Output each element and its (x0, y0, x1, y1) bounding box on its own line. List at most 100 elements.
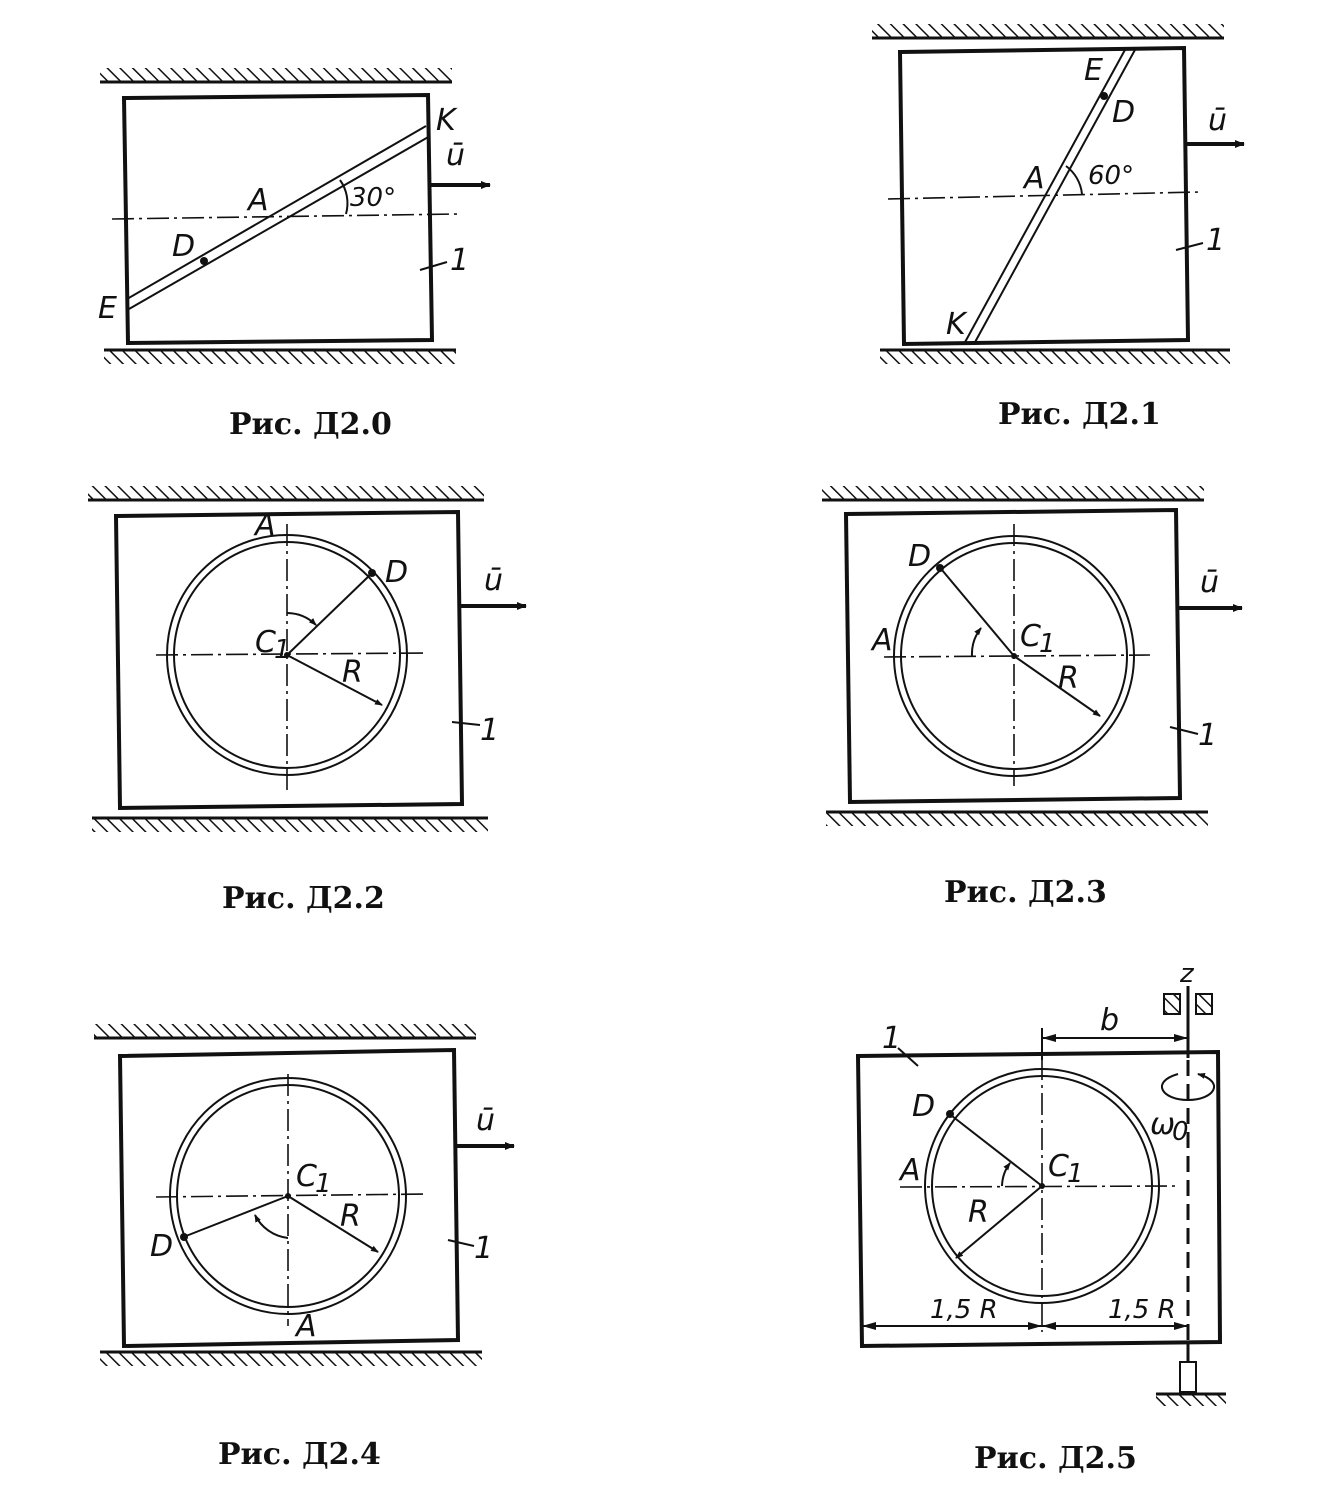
label-d: D (908, 539, 931, 574)
center-line-h (155, 1193, 429, 1198)
label-center: C (255, 625, 276, 660)
body-leader (1175, 242, 1204, 251)
label-e: E (1084, 53, 1103, 88)
radius-d (941, 569, 1015, 657)
radius-d (951, 1115, 1043, 1187)
label-velocity: ū (1200, 565, 1219, 600)
angle-arc (286, 612, 317, 626)
label-a: A (1022, 161, 1045, 196)
wall-top (88, 486, 484, 500)
center-line (887, 191, 1201, 200)
body-plate (117, 1047, 461, 1349)
radius-r (286, 654, 383, 706)
body-plate (855, 1049, 1223, 1349)
wall-top (822, 486, 1204, 500)
caption: Рис. Д2.1 (998, 397, 1161, 432)
wall-bottom (880, 350, 1230, 364)
label-angle: 60° (1088, 161, 1134, 191)
ring-outer (166, 534, 408, 776)
point-d-dot (936, 564, 944, 572)
label-omega-sub: 0 (1172, 1117, 1189, 1147)
label-1: 1 (1198, 718, 1217, 753)
label-radius: R (342, 655, 363, 690)
label-center: C (1020, 619, 1041, 654)
label-velocity: ū (446, 138, 465, 173)
label-center-sub: 1 (315, 1169, 332, 1199)
caption: Рис. Д2.2 (222, 881, 385, 916)
wall-bottom (100, 1352, 482, 1366)
wall-bottom (826, 812, 1208, 826)
label-d: D (172, 229, 195, 264)
body-plate (121, 92, 435, 346)
angle-arc (1065, 165, 1083, 195)
label-1: 1 (450, 243, 469, 278)
figure-d2-3: D ū A C 1 R 1 Рис. Д2.3 (822, 486, 1243, 910)
angle-arc (970, 627, 982, 657)
body-leader (1169, 726, 1199, 735)
radius-r (287, 1195, 379, 1253)
ground-bottom (1156, 1394, 1226, 1406)
label-k: K (946, 307, 968, 342)
label-d: D (385, 555, 408, 590)
caption: Рис. Д2.3 (944, 875, 1107, 910)
center-line (111, 213, 459, 220)
label-d: D (150, 1229, 173, 1264)
radius-r (955, 1185, 1043, 1259)
label-dim-right: 1,5 R (1108, 1295, 1176, 1325)
angle-arc (254, 1214, 289, 1239)
ring-inner (176, 1084, 400, 1308)
angle-arc (339, 179, 349, 215)
body-leader (419, 261, 448, 271)
bearing-bottom (1179, 1361, 1197, 1393)
tube-wall-2 (973, 47, 1137, 345)
label-1: 1 (882, 1021, 901, 1056)
body-leader (447, 1239, 475, 1247)
figure-d2-5: z b 1 D ω 0 A C 1 R 1,5 R 1,5 R Рис. Д2.… (855, 959, 1226, 1476)
body-plate (897, 45, 1191, 347)
tube-wall-1 (126, 125, 427, 300)
wall-top (94, 1024, 476, 1038)
point-d-dot (200, 257, 208, 265)
label-d: D (1112, 95, 1135, 130)
radius-d (286, 574, 371, 656)
angle-arc (1001, 1162, 1011, 1187)
ring-inner (173, 541, 401, 769)
body-plate (113, 509, 465, 811)
caption: Рис. Д2.4 (218, 1437, 381, 1472)
center-line-h (155, 652, 429, 656)
label-d: D (912, 1089, 935, 1124)
center-dot (284, 652, 290, 658)
ring-inner (931, 1075, 1153, 1297)
point-d-dot (946, 1110, 954, 1118)
bearing-top-left (1163, 993, 1181, 1015)
label-b: b (1100, 1003, 1119, 1038)
caption: Рис. Д2.5 (974, 1441, 1137, 1476)
label-center-sub: 1 (1039, 629, 1056, 659)
point-d-dot (368, 569, 376, 577)
label-k: K (436, 103, 458, 138)
bearing-top-right (1195, 993, 1213, 1015)
label-a: A (898, 1153, 921, 1188)
caption: Рис. Д2.0 (229, 407, 392, 442)
body-leader (451, 721, 481, 726)
rotation-arc (1161, 1073, 1215, 1102)
ring-outer (169, 1077, 407, 1315)
center-dot (1011, 653, 1017, 659)
body-leader (897, 1047, 919, 1067)
figure-d2-1: E D ū A 60° 1 K Рис. Д2.1 (872, 24, 1245, 432)
figure-d2-4: ū C 1 R D 1 A Рис. Д2.4 (94, 1024, 515, 1472)
ring-outer (893, 535, 1135, 777)
label-radius: R (340, 1199, 361, 1234)
wall-bottom (104, 350, 456, 364)
tube-wall-2 (128, 135, 431, 310)
label-a: A (870, 623, 893, 658)
label-radius: R (1058, 661, 1079, 696)
point-d-dot (180, 1233, 188, 1241)
label-velocity: ū (476, 1103, 495, 1138)
label-z: z (1179, 959, 1195, 989)
figure-d2-0: K ū 30° A D 1 E Рис. Д2.0 (98, 68, 491, 442)
label-a: A (294, 1309, 317, 1344)
point-d-dot (1100, 92, 1108, 100)
